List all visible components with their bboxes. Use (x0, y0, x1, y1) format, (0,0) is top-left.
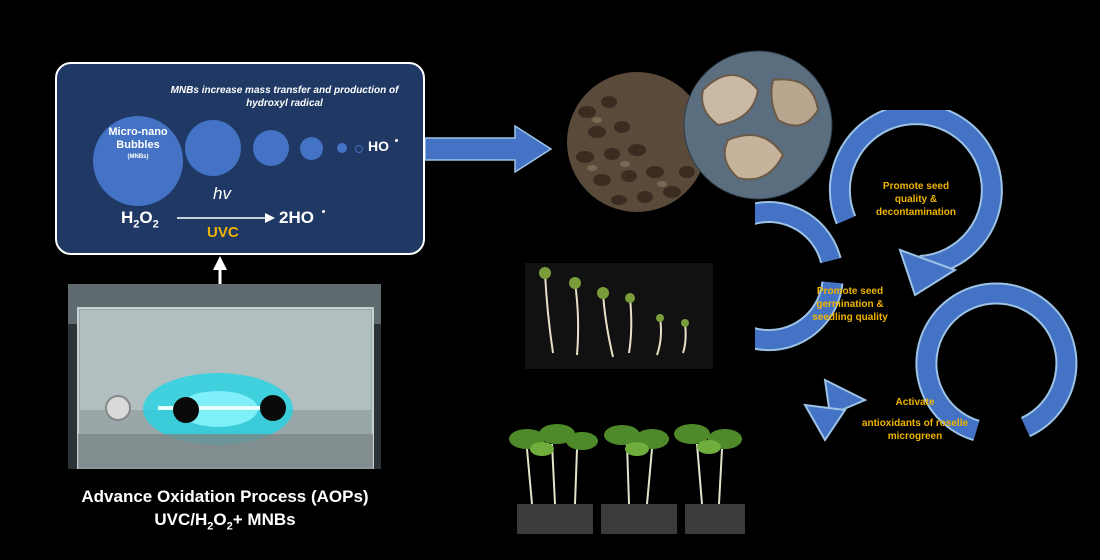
equation-product: 2HO (279, 208, 325, 228)
aop-title-line2: UVC/H2O2+ MNBs (154, 510, 296, 533)
equation-source: UVC (207, 224, 239, 241)
flow-arrow-right (425, 124, 553, 174)
sprouts-illustration (539, 267, 689, 358)
radical-label: HO (368, 138, 398, 154)
radical-dot (395, 139, 398, 142)
bubble-medium (185, 120, 241, 176)
cycle-step-2: Promote seed germination & seedling qual… (812, 286, 888, 323)
microgreen-photo (497, 409, 761, 550)
bubble-label-text: Micro-nano Bubbles (108, 126, 168, 151)
roselle-seeds-photo (567, 72, 707, 212)
bubble-minute (355, 145, 363, 153)
cycle-arrowhead-1 (898, 248, 958, 297)
bubble-smaller (300, 137, 323, 160)
germination-photo (525, 263, 713, 369)
equation-product-text: 2HO (279, 208, 314, 227)
microgreen-illustration (509, 424, 745, 534)
cycle-step-3-text: antioxidants of roselle microgreen (861, 418, 969, 442)
equation-light: hv (213, 184, 231, 203)
seed-closeup-photo (683, 50, 833, 200)
aop-title-line1: Advance Oxidation Process (AOPs) (81, 487, 369, 506)
cycle-step-3-title: Activate (895, 397, 935, 408)
bubble-small (253, 130, 289, 166)
cycle-step-3: Activate antioxidants of roselle microgr… (860, 396, 970, 443)
bubble-large (93, 116, 183, 206)
product-dot (322, 210, 325, 213)
seeds-illustration (567, 72, 707, 212)
cycle-step-1: Promote seed quality & decontamination (875, 181, 956, 218)
equation-reactant: H2O2 (121, 208, 159, 231)
bubble-abbr: (MNBs) (127, 154, 149, 160)
reaction-panel: MNBs increase mass transfer and producti… (55, 62, 425, 255)
cycle-arrowhead-3 (803, 403, 847, 442)
radical-text: HO (368, 138, 389, 154)
equation-arrow (177, 213, 275, 223)
bubble-label: Micro-nano Bubbles (MNBs) (93, 126, 183, 162)
aop-title: Advance Oxidation Process (AOPs) UVC/H2O… (40, 485, 410, 538)
bubble-tiny (337, 143, 347, 153)
benefit-cycle (755, 110, 1078, 442)
tank-illustration (68, 284, 381, 469)
panel-caption: MNBs increase mass transfer and producti… (170, 85, 399, 109)
uvc-tank-photo (68, 284, 381, 469)
cycle-arrowhead-2 (823, 378, 868, 417)
